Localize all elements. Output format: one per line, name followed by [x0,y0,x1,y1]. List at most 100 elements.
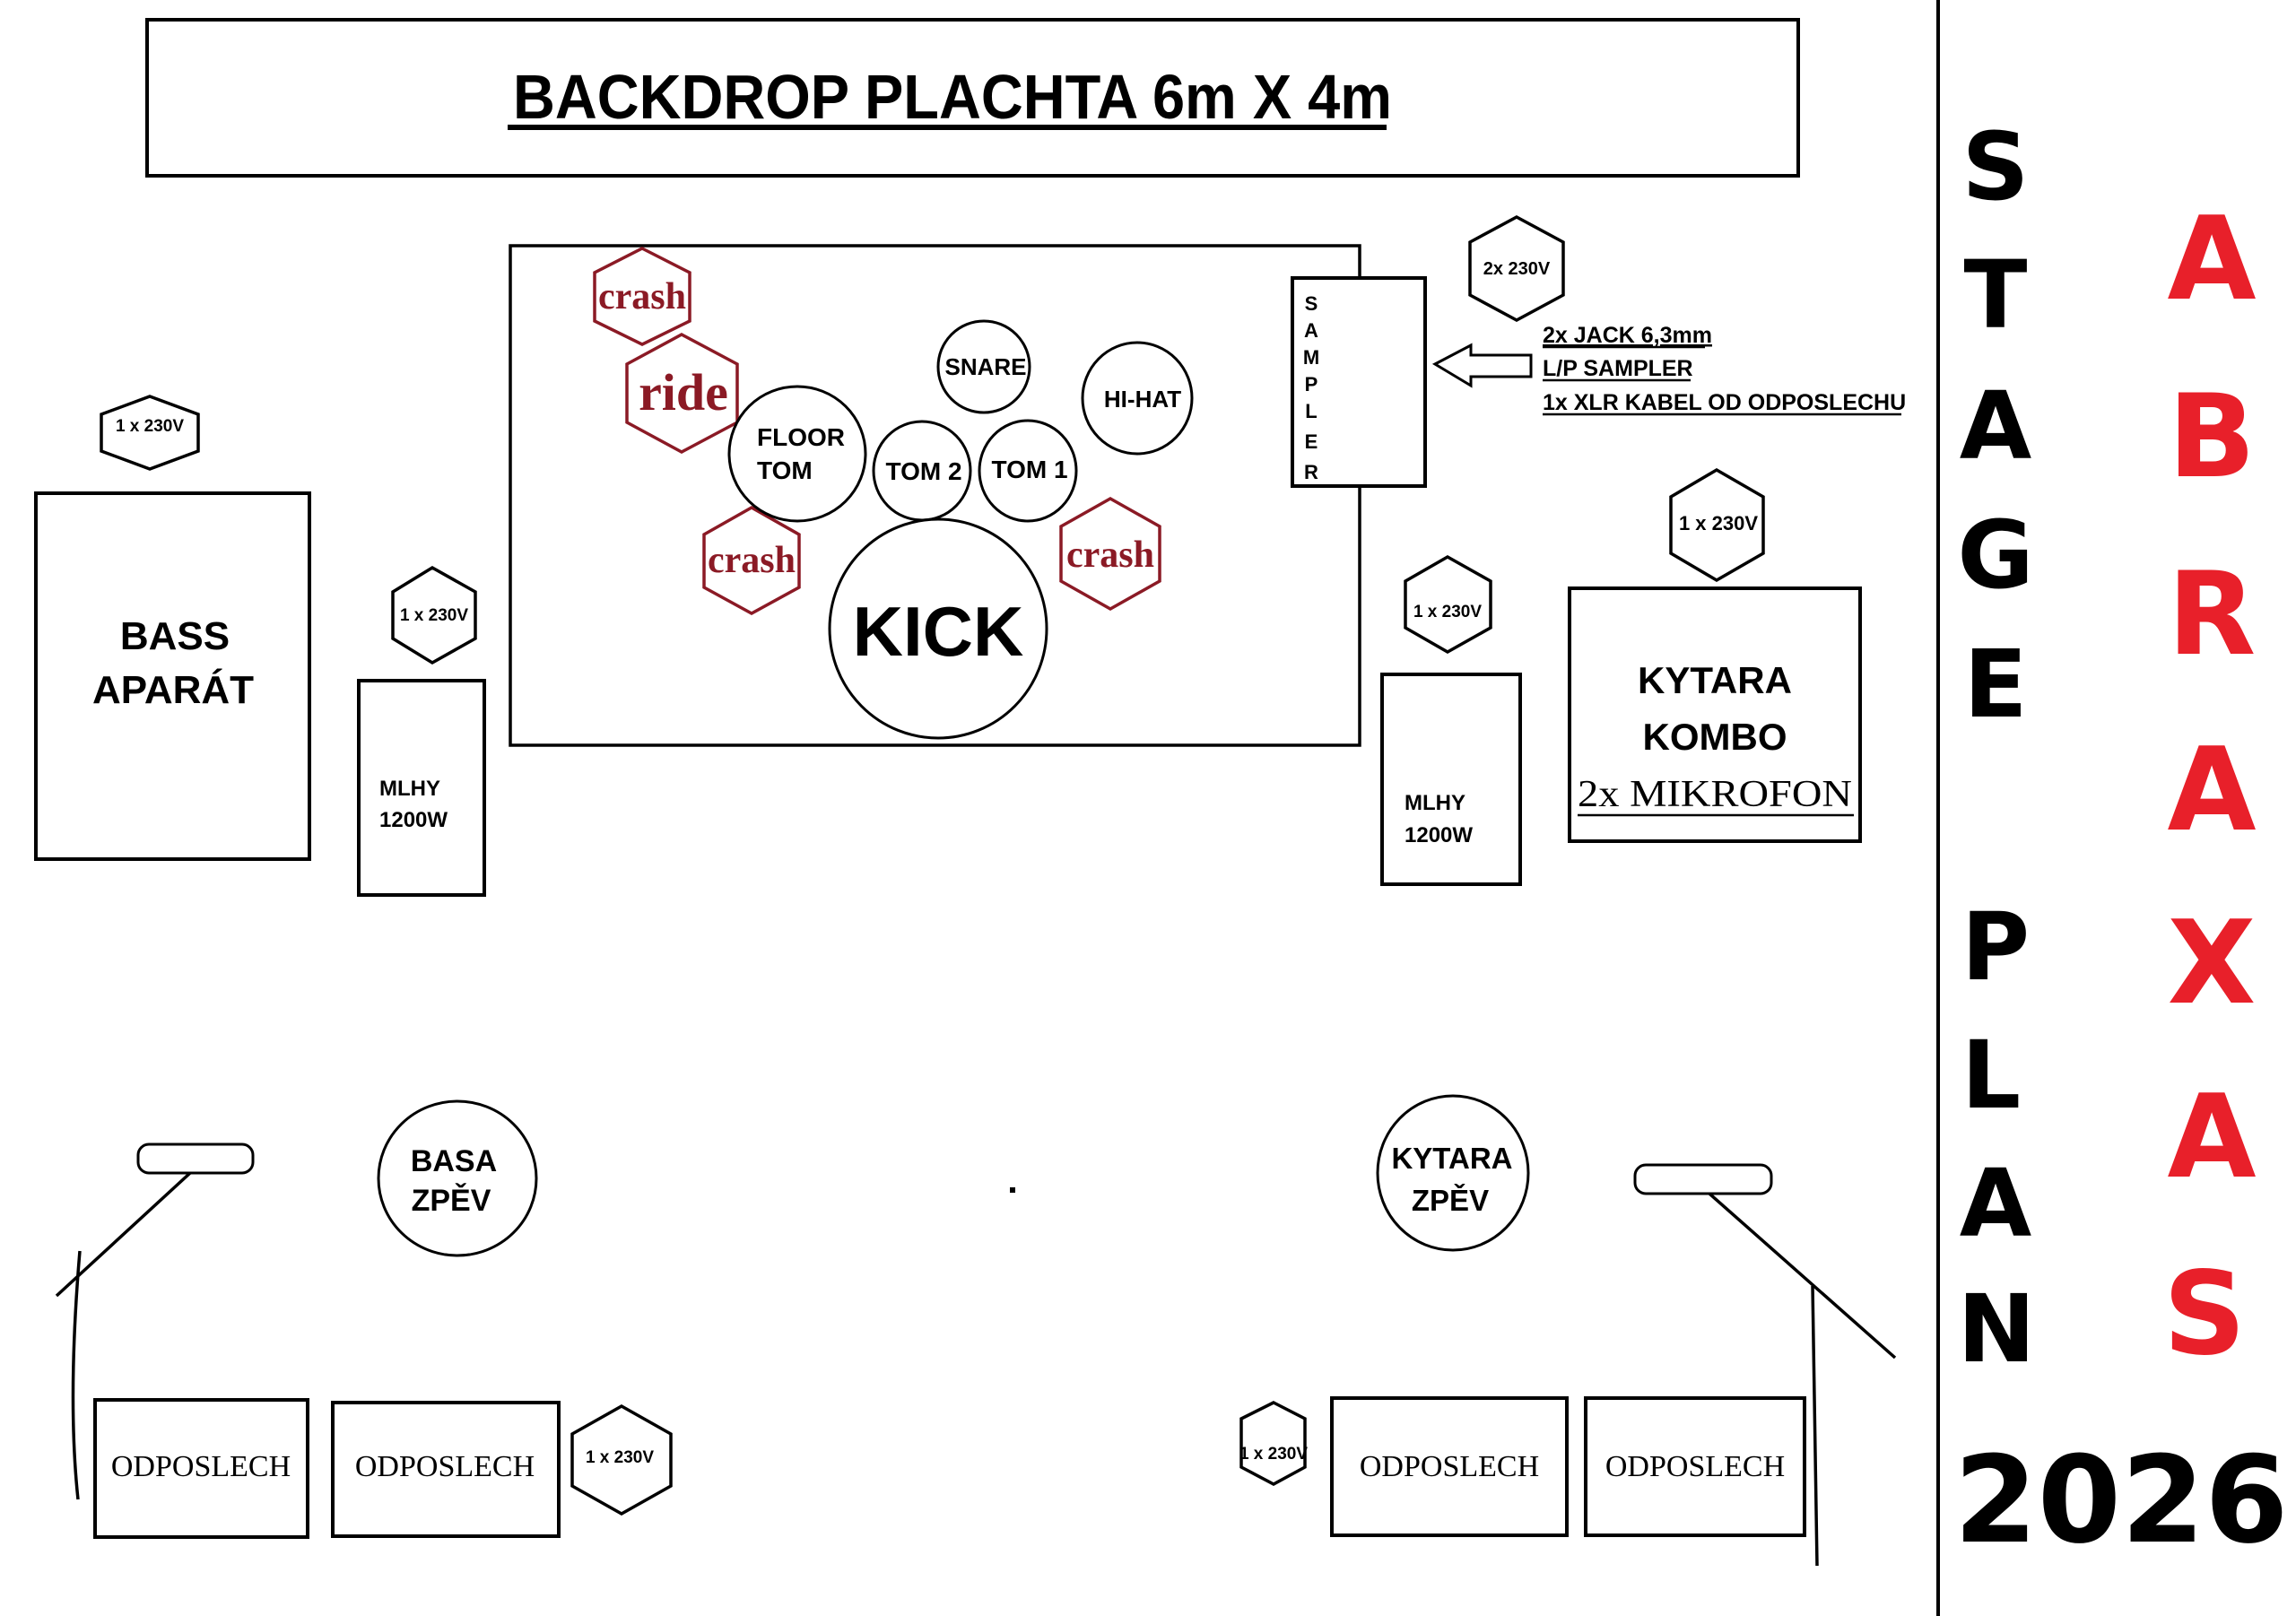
snare: SNARE [936,319,1031,414]
mic-boom [1708,1192,1897,1360]
bass-vocal: BASA ZPĚV [377,1099,538,1257]
sampler-letter: M [1303,346,1319,369]
band-letter: B [2168,370,2256,504]
kick: KICK [828,517,1048,740]
sampler-letter: R [1304,461,1318,483]
band-letter: X [2168,897,2257,1030]
guitar-vocal: KYTARA ZPĚV [1376,1094,1530,1252]
cymbal-hex-icon [625,333,739,454]
bass-vocal-label-1: BASA [411,1144,497,1178]
drum-riser-outline [509,244,1361,747]
power-label: 1 x 230V [1679,512,1758,534]
sampler-note: L/P SAMPLER [1543,356,1693,381]
backdrop-box [145,18,1800,178]
fog-label-1: MLHY [1405,791,1465,815]
bass-amp-label-1: BASS [120,614,230,658]
monitor-label: ODPOSLECH [1360,1450,1539,1483]
monitor-2: ODPOSLECH [331,1401,561,1538]
power-label: 1 x 230V [1413,603,1482,621]
bass-amp-label-2: APARÁT [92,667,254,712]
guitar-combo-mic-label: 2x MIKROFON [1578,774,1852,815]
crash-label: crash [708,540,796,581]
sampler-letter: E [1305,430,1318,453]
band-name-vertical: A B R A X A S [2163,193,2257,1381]
stage-plan-vertical-title: S T A G E P L A N [1957,112,2035,1384]
fog-machine-right: MLHY 1200W [1380,673,1522,886]
ride-cymbal: ride [625,333,739,454]
tom-1: TOM 1 [978,419,1078,523]
power-hex-icon [100,395,200,471]
cymbal-hex-icon [702,505,801,615]
mic-icon [136,1142,255,1175]
monitor-label: ODPOSLECH [1605,1450,1785,1483]
power-label: 2x 230V [1483,259,1551,279]
fog-label-2: 1200W [379,808,448,832]
monitor-3: ODPOSLECH [1330,1396,1569,1537]
sampler-letters: S A M P L E R [1303,292,1319,483]
crash-cymbal-right: crash [1059,496,1161,612]
monitor-1: ODPOSLECH [93,1398,309,1539]
drum-circle [978,419,1078,523]
monitor-left-power: 1 x 230V [570,1403,673,1516]
sampler-power: 2x 230V [1468,215,1565,322]
drum-circle [828,517,1048,740]
title-letter: T [1964,240,2028,350]
fog-machine-box [1380,673,1522,886]
sampler-notes: 2x JACK 6,3mm L/P SAMPLER 1x XLR KABEL O… [1543,323,1906,416]
sampler-note: 2x JACK 6,3mm [1543,323,1712,348]
guitar-vocal-label-2: ZPĚV [1412,1184,1489,1217]
band-letter: A [2167,193,2256,326]
sampler-letter: L [1305,400,1317,422]
backdrop-title: BACKDROP PLACHTA 6m X 4m [513,62,1392,132]
vocal-circle [377,1099,538,1257]
ride-label: ride [639,363,728,421]
title-letter: S [1962,112,2030,222]
fog-right-power: 1 x 230V [1404,554,1492,655]
band-letter: A [2167,1071,2256,1204]
power-hex-icon [1468,215,1565,322]
title-letter: A [1960,371,2032,481]
tom-2: TOM 2 [872,420,972,522]
sampler-box [1291,276,1427,488]
sampler-letter: P [1305,373,1318,395]
band-letter: S [2163,1247,2246,1381]
crash-cymbal-top-left: crash [593,247,691,346]
title-letter: A [1960,1149,2032,1258]
fog-label-2: 1200W [1405,823,1473,847]
monitor-label: ODPOSLECH [111,1450,291,1483]
bass-vocal-label-2: ZPĚV [412,1184,491,1218]
monitor-box [331,1401,561,1538]
backdrop-title-underline [508,125,1387,130]
title-letter: L [1961,1021,2021,1130]
fog-left-power: 1 x 230V [391,565,477,665]
fog-machine-left: MLHY 1200W [357,679,486,897]
bass-amp-power: 1 x 230V [100,395,200,471]
title-letter: N [1957,1274,2035,1384]
arrow-left-icon [1431,343,1533,388]
guitar-combo-label-2: KOMBO [1643,716,1787,758]
monitor-label: ODPOSLECH [355,1450,535,1483]
backdrop: BACKDROP PLACHTA 6m X 4m [145,18,1800,178]
drum-riser: crash ride crash crash FLOOR TOM TOM 2 T… [509,244,1361,747]
power-label: 1 x 230V [1239,1445,1308,1464]
monitor-box [93,1398,309,1539]
vocal-circle [1376,1094,1530,1252]
monitor-box [1330,1396,1569,1537]
monitor-box [1584,1396,1806,1537]
guitar-combo-label-1: KYTARA [1638,659,1792,701]
guitar-vocal-label-1: KYTARA [1391,1142,1512,1175]
crash-label: crash [1066,534,1154,576]
sampler-letter: A [1304,319,1318,342]
floor-tom: FLOOR TOM [727,385,867,523]
power-hex-icon [391,565,477,665]
drum-circle [727,385,867,523]
mic-stand-left [55,1142,255,1500]
monitor-4: ODPOSLECH [1584,1396,1806,1537]
mic-stand-right [1633,1163,1897,1567]
power-hex-icon [570,1403,673,1516]
drum-circle [1081,341,1194,456]
guitar-combo-power: 1 x 230V [1669,467,1765,583]
cymbal-hex-icon [593,247,691,346]
band-letter: R [2168,548,2257,682]
